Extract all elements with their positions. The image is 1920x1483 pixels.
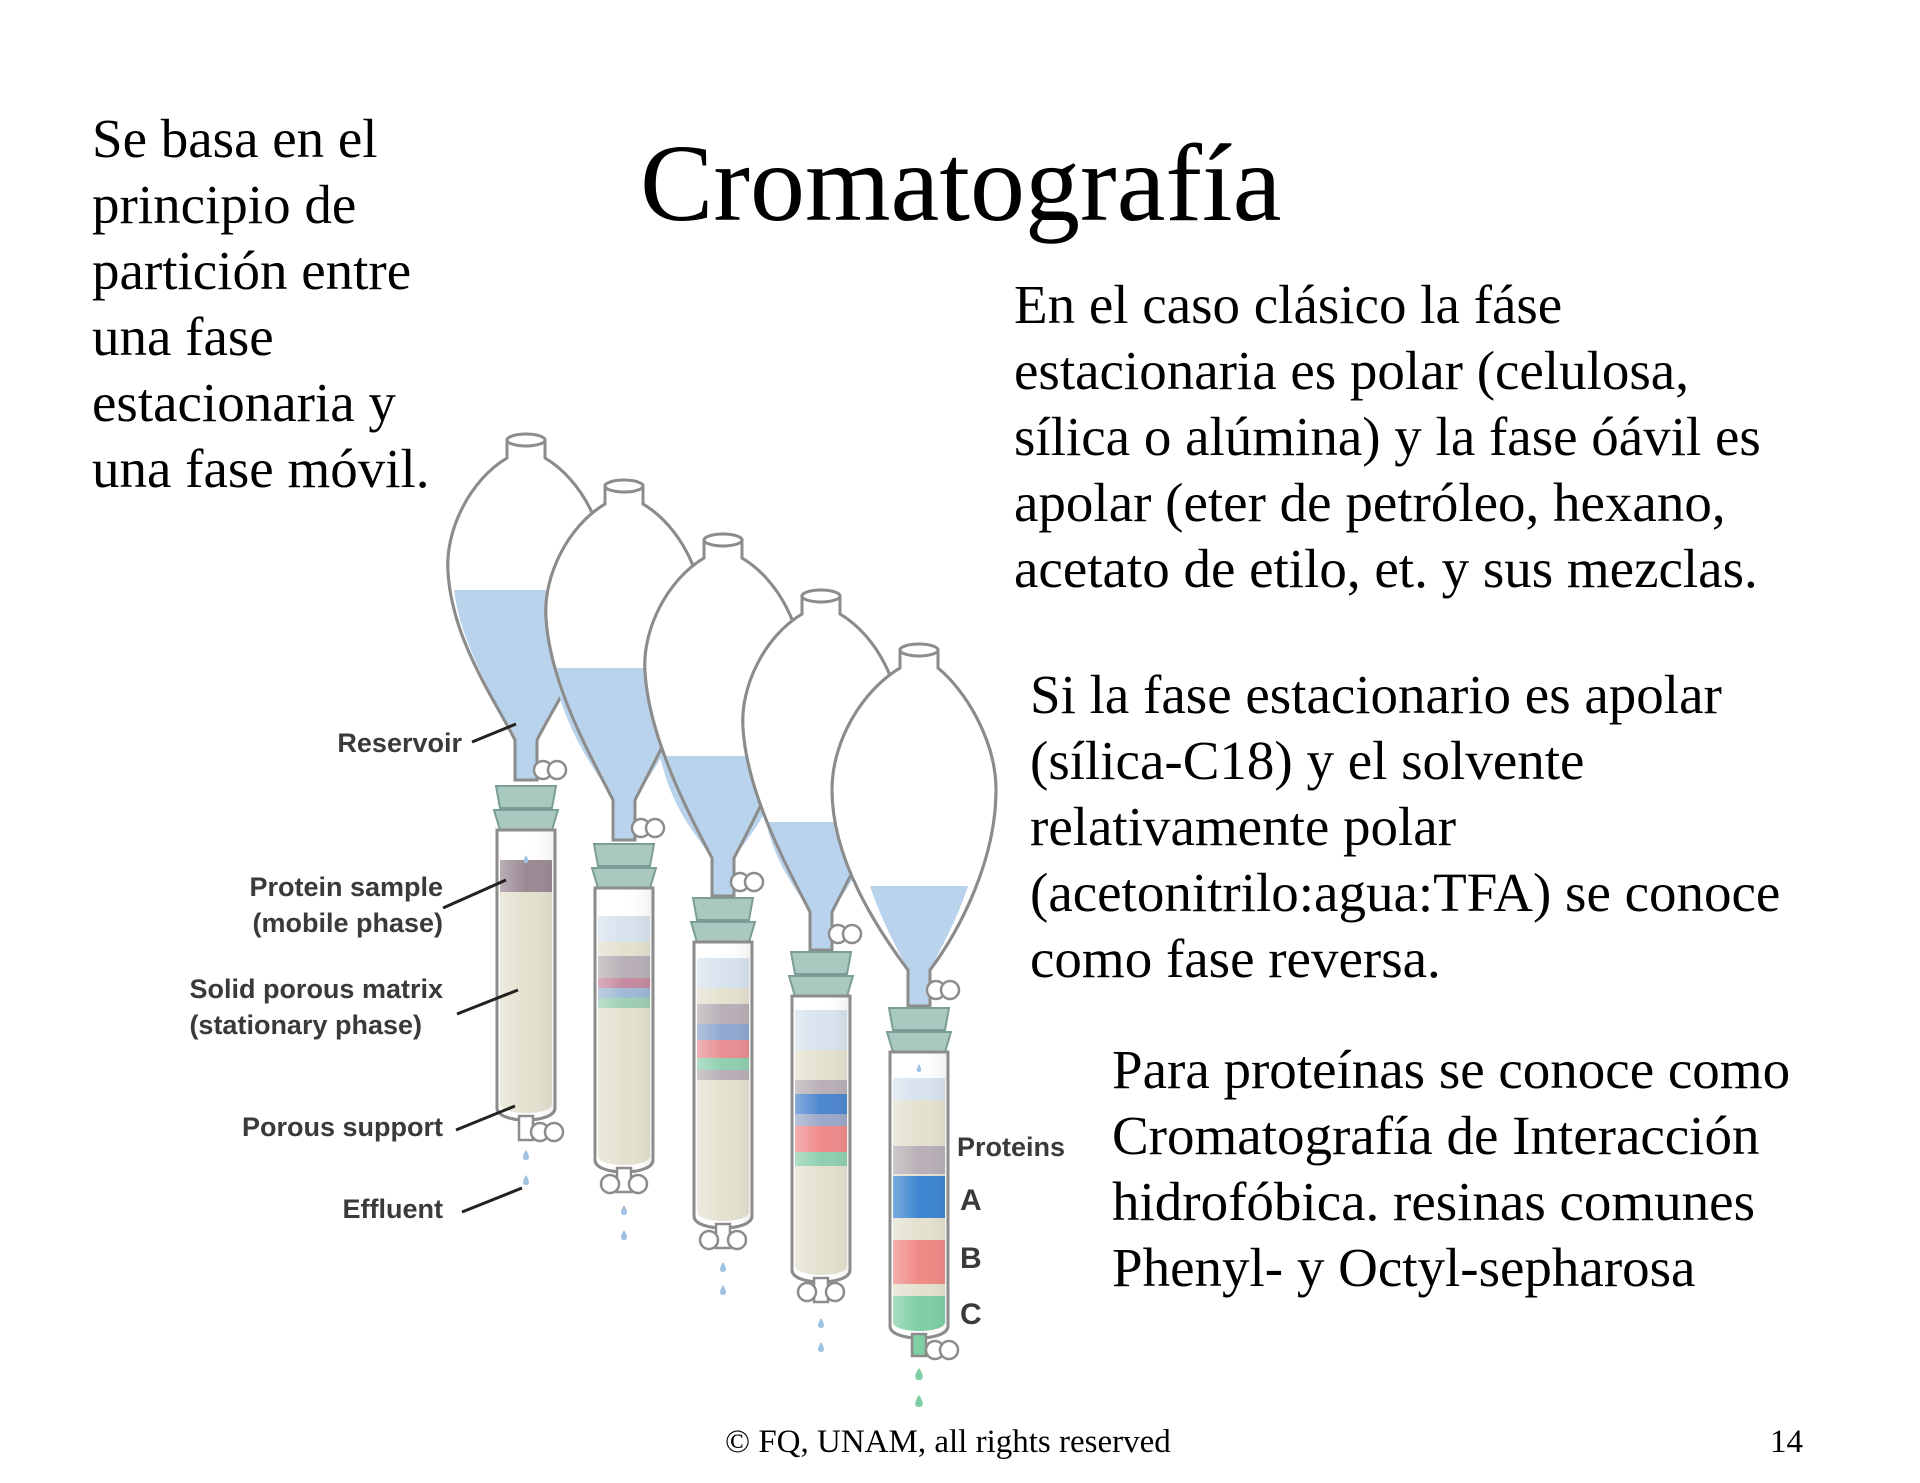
solvent <box>870 886 968 1006</box>
label-stationary-phase: (stationary phase) <box>189 1010 422 1040</box>
stopper <box>789 951 853 975</box>
page-number: 14 <box>1770 1424 1803 1460</box>
copyright-footer: © FQ, UNAM, all rights reserved <box>725 1424 1171 1460</box>
stopper <box>592 843 656 867</box>
label-effluent: Effluent <box>343 1194 444 1224</box>
classic-phase-text: En el caso clásico la fáse estacionaria … <box>1014 274 1761 599</box>
protein-chromatography-text: Para proteínas se conoce como Cromatogra… <box>1112 1039 1791 1298</box>
label-proteins: Proteins <box>957 1132 1065 1162</box>
column-1 <box>446 432 606 1185</box>
label-protein-c: C <box>960 1298 982 1331</box>
stopper <box>887 1007 951 1031</box>
left-description: Se basa en el principio de partición ent… <box>92 108 430 499</box>
column-2 <box>544 478 704 1240</box>
label-porous-support: Porous support <box>242 1112 443 1142</box>
label-reservoir: Reservoir <box>337 728 462 758</box>
label-protein-a: A <box>960 1184 982 1217</box>
stopper <box>691 897 755 921</box>
label-leader-lines <box>442 722 523 1214</box>
label-solid-porous-matrix: Solid porous matrix <box>189 974 443 1004</box>
stopper <box>494 785 558 809</box>
slide-title: Cromatografía <box>640 122 1282 244</box>
column-5 <box>830 642 998 1407</box>
label-protein-sample: Protein sample <box>249 872 443 902</box>
reverse-phase-text: Si la fase estacionario es apolar (sílic… <box>1030 664 1781 989</box>
label-mobile-phase: (mobile phase) <box>252 908 443 938</box>
label-protein-b: B <box>960 1242 982 1275</box>
